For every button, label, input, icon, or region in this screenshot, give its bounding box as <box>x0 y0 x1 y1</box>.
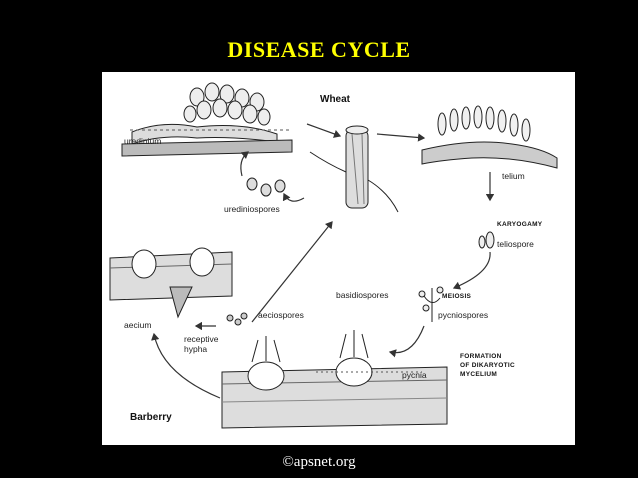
label-meiosis: MEIOSIS <box>442 293 472 300</box>
label-telium: telium <box>502 171 525 181</box>
wheat-stem-illustration <box>310 126 398 212</box>
label-basidiospores: basidiospores <box>336 290 388 300</box>
label-uredinium: uredinium <box>124 136 161 146</box>
label-formation-3: MYCELIUM <box>460 371 497 378</box>
disease-cycle-diagram: Wheat uredinium urediniospores telium KA… <box>102 72 575 445</box>
slide-title: DISEASE CYCLE <box>0 37 638 63</box>
host-label-barberry: Barberry <box>130 412 172 423</box>
aecium-illustration <box>110 248 247 325</box>
label-aecium: aecium <box>124 320 151 330</box>
telium-illustration <box>422 106 557 168</box>
credit-text: ©apsnet.org <box>0 454 638 471</box>
label-formation-2: OF DIKARYOTIC <box>460 362 515 369</box>
teliospore-illustration <box>419 232 494 322</box>
label-pycnia: pycnia <box>402 370 427 380</box>
label-aeciospores: aeciospores <box>258 310 304 320</box>
label-karyogamy: KARYOGAMY <box>497 221 543 228</box>
label-formation-1: FORMATION <box>460 353 502 360</box>
host-label-wheat: Wheat <box>320 94 351 105</box>
label-pycniospores: pycniospores <box>438 310 488 320</box>
label-teliospore: teliospore <box>497 239 534 249</box>
label-receptive-2: hypha <box>184 344 207 354</box>
diagram-svg: Wheat uredinium urediniospores telium KA… <box>102 72 575 445</box>
label-receptive-1: receptive <box>184 334 219 344</box>
urediniospores-illustration <box>247 178 285 196</box>
label-urediniospores: urediniospores <box>224 204 280 214</box>
